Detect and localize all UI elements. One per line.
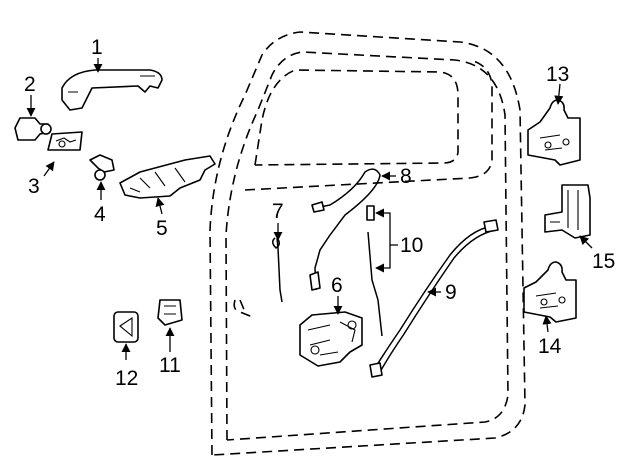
upper-hinge-part (527, 99, 581, 166)
leader-lines (26, 58, 593, 360)
callout-14: 14 (538, 335, 562, 358)
outside-handle-part (61, 69, 163, 111)
lock-rod-part (272, 237, 283, 303)
callout-1: 1 (91, 36, 103, 59)
rod-clip-assembly-part (366, 205, 383, 337)
callout-13: 13 (546, 63, 569, 86)
callout-6: 6 (331, 274, 343, 297)
callout-4: 4 (94, 203, 106, 226)
callout-12: 12 (115, 367, 138, 390)
striker-plate-part (113, 311, 139, 343)
handle-bracket-part (119, 155, 216, 199)
rod-clip-part (89, 154, 115, 181)
gasket-part (47, 131, 83, 151)
door-outline (209, 31, 526, 456)
callout-15: 15 (592, 250, 615, 273)
callout-7: 7 (272, 200, 284, 223)
lock-cable-part (369, 219, 499, 378)
callout-11: 11 (159, 354, 181, 377)
callout-labels: 1 2 3 4 5 6 7 8 9 10 11 12 13 14 15 (24, 36, 615, 390)
callout-10: 10 (400, 234, 423, 257)
door-check-part (544, 184, 591, 239)
lock-cylinder-part (14, 117, 52, 141)
door-latch-part (299, 311, 363, 367)
inside-handle-cable-part (309, 168, 381, 291)
callout-8: 8 (400, 165, 412, 188)
callout-9: 9 (445, 281, 457, 304)
callout-2: 2 (24, 73, 36, 96)
callout-3: 3 (28, 175, 40, 198)
striker-part (157, 299, 183, 326)
callout-5: 5 (156, 217, 168, 240)
lower-hinge-part (523, 261, 577, 323)
